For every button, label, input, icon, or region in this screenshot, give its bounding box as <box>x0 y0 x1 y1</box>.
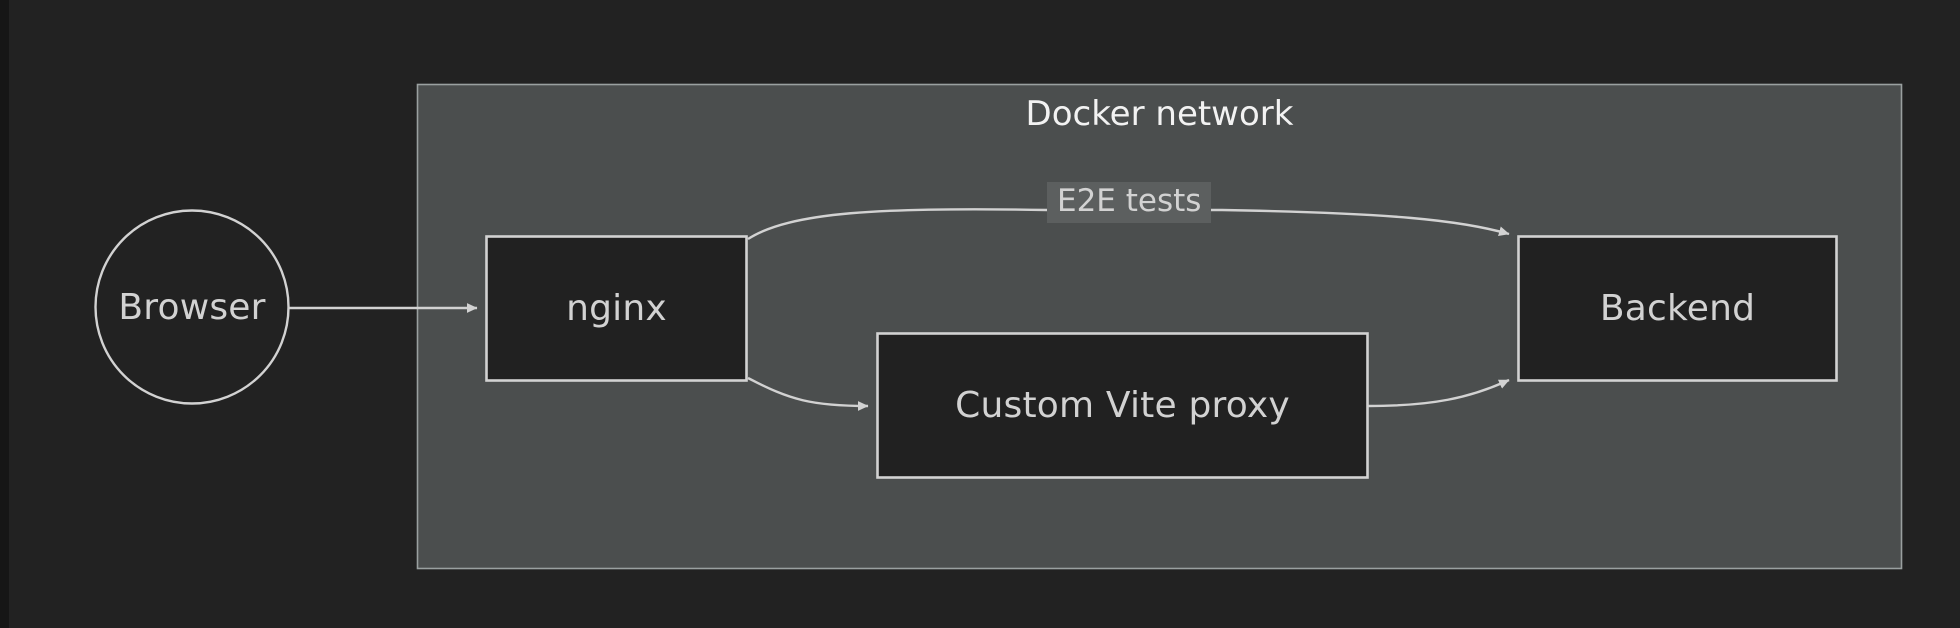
node-shape-vite-proxy[interactable] <box>876 332 1369 479</box>
edge-vite-proxy-to-backend <box>1367 378 1510 408</box>
edge-label-e2e-tests: E2E tests <box>1047 182 1212 223</box>
group-title-docker-network: Docker network <box>1025 94 1294 134</box>
node-shape-nginx[interactable] <box>485 235 748 382</box>
edge-nginx-to-vite-proxy <box>747 376 869 411</box>
node-shape-browser[interactable] <box>94 209 290 405</box>
left-gutter-stripe <box>0 0 9 628</box>
node-shape-backend[interactable] <box>1517 235 1838 382</box>
